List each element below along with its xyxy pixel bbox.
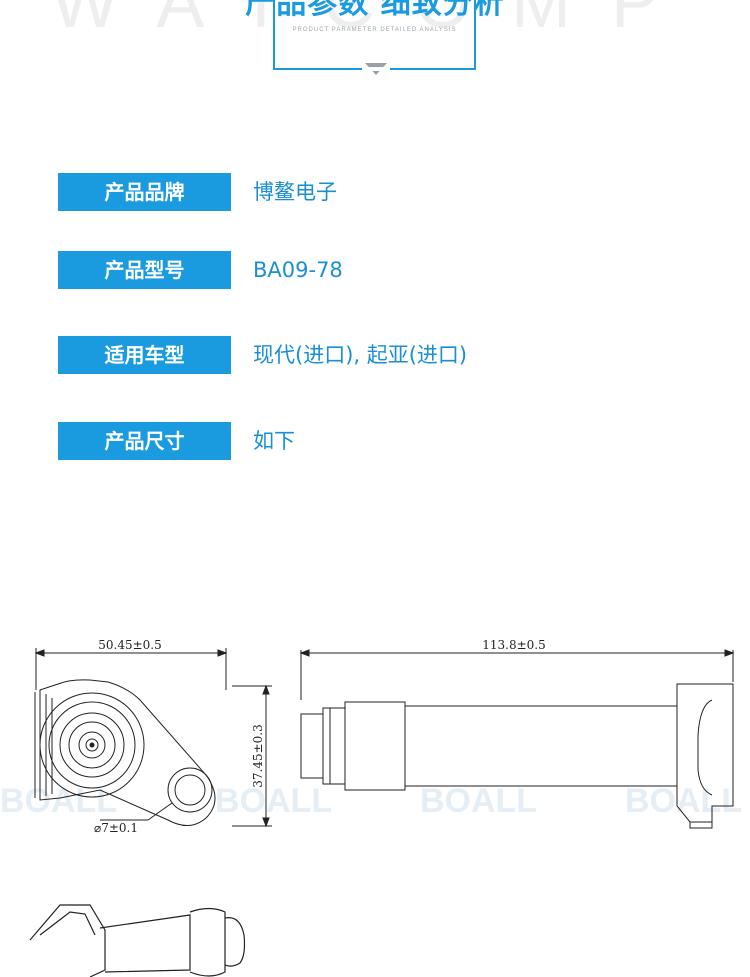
spec-value: BA09-78: [253, 258, 343, 282]
side-view: [299, 649, 735, 829]
spec-value: 如下: [253, 429, 295, 453]
spec-label: 产品品牌: [58, 173, 231, 211]
spec-label: 适用车型: [58, 336, 231, 374]
drawing-watermark: BOALL: [215, 782, 332, 820]
spec-value: 博鳌电子: [253, 180, 337, 204]
drawing-watermark: BOALL: [0, 782, 117, 820]
drawing-watermark: BOALL: [420, 782, 537, 820]
front-view: [34, 648, 272, 828]
width-dimension-label: 50.45±0.5: [98, 638, 162, 652]
page-title: 产品参数 细致分析: [245, 0, 505, 21]
spec-label: 产品尺寸: [58, 422, 231, 460]
length-dimension-label: 113.8±0.5: [482, 638, 546, 652]
spec-value: 现代(进口), 起亚(进口): [253, 343, 468, 367]
page-subtitle: PRODUCT PARAMETER DETAILED ANALYSIS: [292, 27, 457, 33]
perspective-view: [29, 904, 246, 977]
hole-dimension-label: ⌀7±0.1: [94, 821, 138, 835]
height-dimension-label: 37.45±0.3: [251, 724, 265, 788]
header-watermark: WATCOMP: [51, 0, 699, 43]
spec-label: 产品型号: [58, 251, 231, 289]
